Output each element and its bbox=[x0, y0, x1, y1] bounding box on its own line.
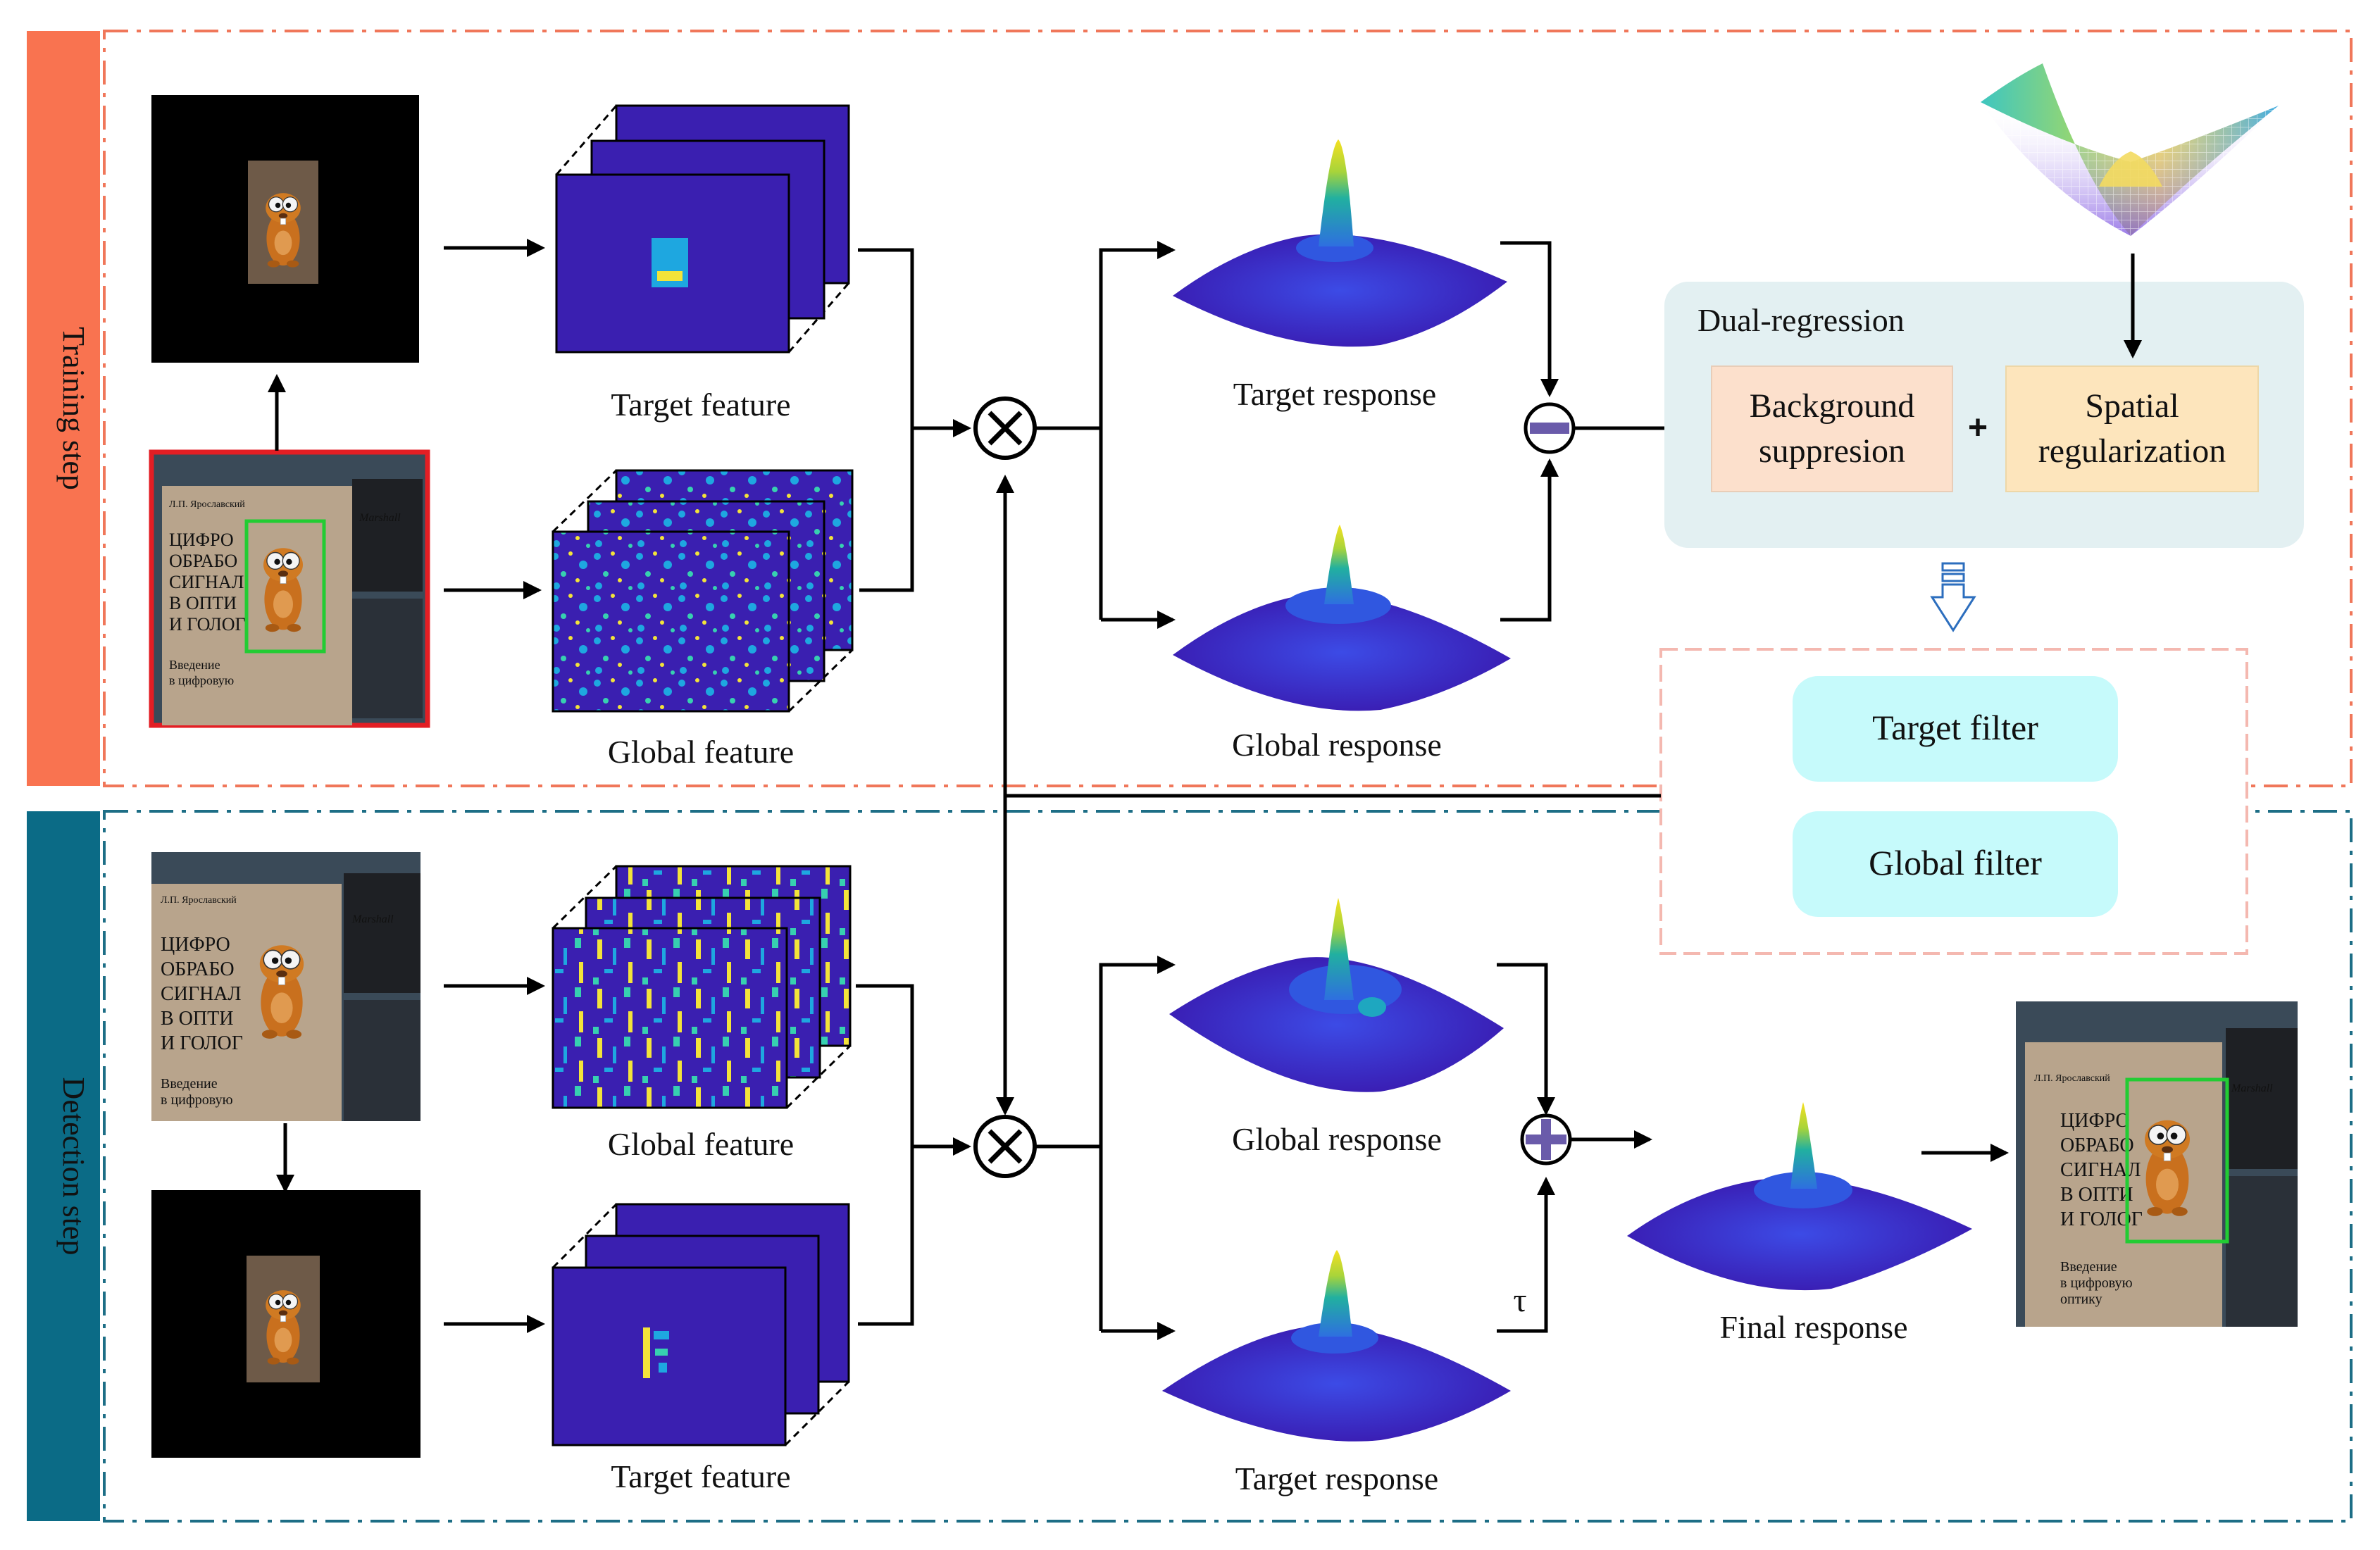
target-response-surface-top bbox=[1173, 139, 1507, 347]
detection-frame-image: Л.П. Ярославский ЦИФРО ОБРАБО СИГНАЛ В О… bbox=[151, 852, 420, 1121]
background-suppression-line1: Background bbox=[1750, 387, 1915, 425]
svg-text:ОБРАБО: ОБРАБО bbox=[161, 958, 235, 980]
detection-region-border bbox=[103, 810, 2353, 1523]
target-feature-label-bottom: Target feature bbox=[611, 1458, 790, 1494]
svg-text:Введение: Введение bbox=[169, 658, 220, 672]
svg-text:в цифровую: в цифровую bbox=[2060, 1275, 2133, 1291]
global-feature-stack-bottom bbox=[552, 865, 852, 1109]
spatial-regularization-line2: regularization bbox=[2038, 432, 2226, 470]
global-feature-stack-top bbox=[552, 469, 854, 713]
subtract-operator bbox=[1524, 402, 1576, 454]
svg-text:И ГОЛОГ: И ГОЛОГ bbox=[161, 1032, 243, 1054]
svg-text:И ГОЛОГ: И ГОЛОГ bbox=[2060, 1208, 2143, 1230]
svg-text:Marshall: Marshall bbox=[359, 512, 401, 524]
final-response-label: Final response bbox=[1719, 1309, 1907, 1345]
background-suppression-line2: suppresion bbox=[1759, 432, 1905, 470]
svg-text:ЦИФРО: ЦИФРО bbox=[2060, 1110, 2130, 1132]
add-operator bbox=[1520, 1113, 1572, 1165]
spatial-regularization-line1: Spatial bbox=[2085, 387, 2179, 425]
target-response-surface-bottom bbox=[1162, 1250, 1511, 1442]
detection-step-label: Detection step bbox=[56, 1077, 91, 1256]
svg-text:Л.П. Ярославский: Л.П. Ярославский bbox=[161, 895, 237, 906]
svg-text:Введение: Введение bbox=[2060, 1259, 2117, 1275]
target-response-label-bottom: Target response bbox=[1235, 1461, 1438, 1496]
svg-text:в цифровую: в цифровую bbox=[161, 1092, 233, 1108]
training-frame-image: Л.П. Ярославский ЦИФРО ОБРАБО СИГНАЛ В О… bbox=[149, 449, 430, 728]
training-step-band bbox=[27, 31, 100, 786]
svg-text:СИГНАЛ: СИГНАЛ bbox=[161, 983, 242, 1005]
svg-text:Л.П. Ярославский: Л.П. Ярославский bbox=[169, 499, 245, 510]
background-suppression-box bbox=[1711, 365, 1953, 492]
tracked-bounding-box bbox=[2125, 1077, 2229, 1244]
spatial-regularization-box bbox=[2005, 365, 2259, 492]
svg-text:В ОПТИ: В ОПТИ bbox=[169, 593, 237, 613]
svg-text:Marshall: Marshall bbox=[351, 913, 394, 925]
global-response-label-top: Global response bbox=[1232, 727, 1442, 763]
dual-regression-title: Dual-regression bbox=[1697, 302, 1905, 338]
tracking-result-image: Л.П. Ярославский ЦИФРО ОБРАБО СИГНАЛ В О… bbox=[2016, 1001, 2298, 1327]
svg-text:Введение: Введение bbox=[161, 1076, 218, 1092]
masked-target-image-top bbox=[151, 95, 419, 363]
svg-text:ОБРАБО: ОБРАБО bbox=[2060, 1135, 2134, 1156]
svg-text:В ОПТИ: В ОПТИ bbox=[2060, 1184, 2133, 1206]
svg-text:СИГНАЛ: СИГНАЛ bbox=[169, 572, 244, 592]
svg-text:оптику: оптику bbox=[2060, 1292, 2102, 1307]
svg-text:В ОПТИ: В ОПТИ bbox=[161, 1008, 233, 1030]
global-filter-box bbox=[1793, 811, 2118, 917]
svg-text:Л.П. Ярославский: Л.П. Ярославский bbox=[2034, 1073, 2110, 1084]
detection-step-band bbox=[27, 811, 100, 1521]
global-feature-label-bottom: Global feature bbox=[608, 1126, 794, 1162]
hollow-down-arrow bbox=[1930, 562, 1976, 632]
svg-text:в цифровую: в цифровую bbox=[169, 673, 234, 687]
target-feature-stack-bottom bbox=[552, 1203, 850, 1446]
svg-text:Marshall: Marshall bbox=[2231, 1082, 2273, 1094]
global-response-surface-bottom bbox=[1169, 898, 1504, 1092]
spatial-regularization-bowl bbox=[1981, 63, 2279, 236]
dual-regression-plus: + bbox=[1968, 409, 1988, 446]
training-region-border bbox=[103, 30, 2353, 787]
svg-text:ОБРАБО: ОБРАБО bbox=[169, 551, 237, 571]
svg-text:ЦИФРО: ЦИФРО bbox=[169, 530, 234, 550]
target-filter-label: Target filter bbox=[1872, 708, 2038, 747]
target-filter-box bbox=[1793, 676, 2118, 782]
svg-text:ЦИФРО: ЦИФРО bbox=[161, 934, 230, 956]
svg-text:И ГОЛОГ: И ГОЛОГ bbox=[169, 614, 246, 635]
final-response-surface bbox=[1627, 1102, 1972, 1291]
multiply-operator-bottom bbox=[973, 1115, 1037, 1178]
target-feature-label-top: Target feature bbox=[611, 387, 790, 423]
global-response-surface-top bbox=[1173, 525, 1511, 711]
training-step-label: Training step bbox=[56, 327, 91, 490]
target-feature-stack-top bbox=[555, 104, 850, 354]
masked-target-image-bottom bbox=[151, 1190, 420, 1458]
global-feature-label-top: Global feature bbox=[608, 734, 794, 770]
multiply-operator-top bbox=[973, 396, 1037, 460]
global-filter-label: Global filter bbox=[1869, 843, 2042, 882]
target-bounding-box-top bbox=[244, 519, 326, 654]
global-response-label-bottom: Global response bbox=[1232, 1121, 1442, 1157]
target-response-label-top: Target response bbox=[1233, 376, 1436, 412]
tau-label: τ bbox=[1513, 1282, 1526, 1319]
